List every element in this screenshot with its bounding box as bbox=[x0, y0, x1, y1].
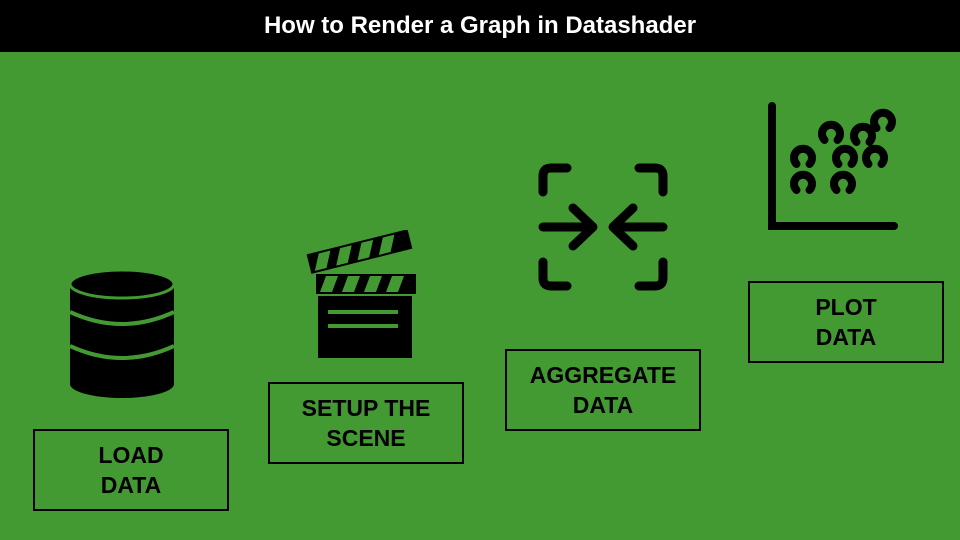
page-title: How to Render a Graph in Datashader bbox=[263, 12, 697, 39]
step-label-line2: DATA bbox=[815, 324, 877, 350]
step-label-line1: LOAD bbox=[98, 442, 164, 468]
step-label-line1: PLOT bbox=[815, 294, 877, 320]
step-label-line2: DATA bbox=[572, 392, 634, 418]
aggregate-arrows-icon bbox=[538, 163, 668, 291]
database-icon bbox=[68, 268, 176, 398]
step-label-line1: AGGREGATE bbox=[529, 362, 677, 388]
title-bar: How to Render a Graph in Datashader bbox=[0, 0, 960, 52]
step-box-plot-data: PLOT DATA bbox=[748, 281, 944, 363]
step-box-setup-the-scene: SETUP THE SCENE bbox=[268, 382, 464, 464]
step-label-line2: SCENE bbox=[326, 425, 406, 451]
step-box-load-data: LOAD DATA bbox=[33, 429, 229, 511]
scatter-plot-icon bbox=[768, 102, 898, 230]
step-box-aggregate-data: AGGREGATE DATA bbox=[505, 349, 701, 431]
step-label-line1: SETUP THE bbox=[301, 395, 431, 421]
step-label-line2: DATA bbox=[100, 472, 162, 498]
clapperboard-icon bbox=[306, 230, 416, 358]
